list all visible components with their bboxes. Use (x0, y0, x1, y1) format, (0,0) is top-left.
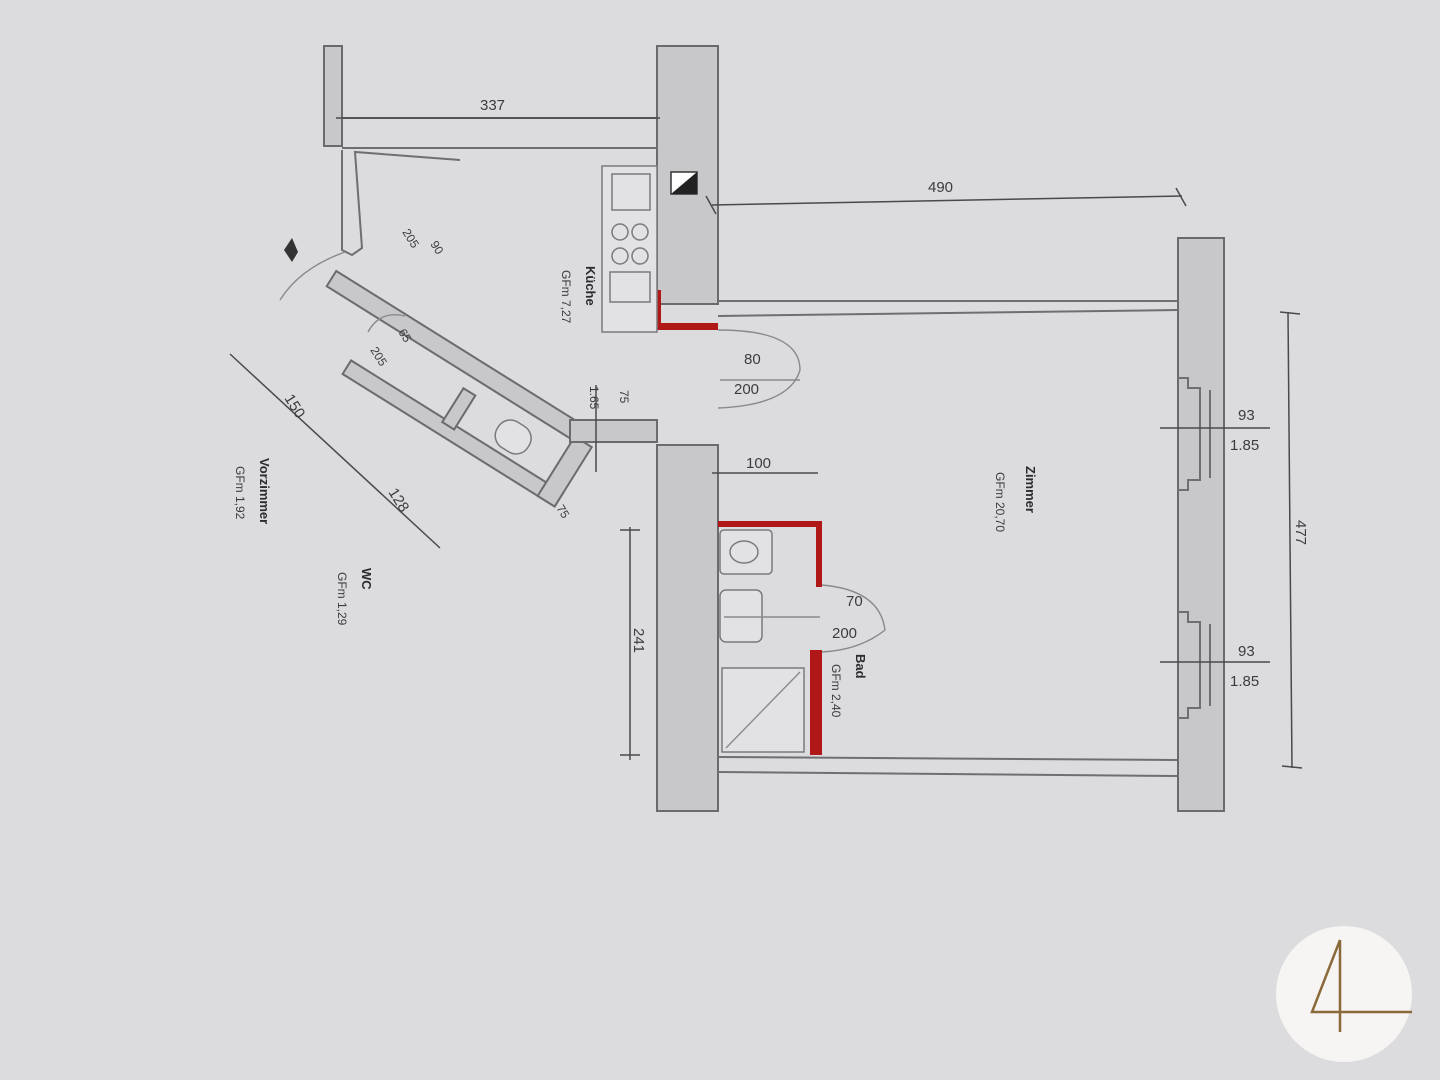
door-entry (279, 251, 346, 301)
door-wc (367, 314, 406, 333)
stove-burner (631, 223, 649, 241)
wall-segment (569, 419, 658, 443)
window1-height: 1.85 (1230, 437, 1259, 454)
walls (323, 45, 1225, 812)
door-entry-height: 205 (399, 226, 422, 251)
door-entry-width: 90 (427, 238, 446, 257)
door-bad-height: 200 (832, 625, 857, 642)
badge-circle (1276, 926, 1412, 1062)
dim-477: 477 (1292, 520, 1309, 545)
room-labels: Zimmer GFm 20,70 Küche GFm 7,27 Bad GFm … (233, 266, 1038, 718)
fixtures (284, 165, 805, 753)
room-zimmer-name: Zimmer (1023, 466, 1038, 513)
wc-toilet (494, 419, 532, 455)
wall-segment (323, 45, 343, 147)
dimension-lines (229, 117, 1303, 769)
red-wall (810, 650, 822, 755)
badge-digit-stroke (1310, 939, 1352, 1014)
door-kueche-width: 75 (617, 390, 631, 404)
bath-basin-bowl (729, 540, 759, 564)
dim-100: 100 (746, 455, 771, 472)
doors (279, 251, 886, 653)
door-bad-width: 70 (846, 593, 863, 610)
kitchen-fridge (609, 271, 651, 303)
dim-241: 241 (630, 628, 647, 653)
chimney-fill (671, 172, 697, 194)
stove-burner (631, 247, 649, 265)
dim-337: 337 (480, 97, 505, 114)
stove-burner (611, 247, 629, 265)
door-kueche-height: 1.65 (587, 386, 601, 410)
door-zimmer (717, 329, 801, 409)
number-badge: 4 (1276, 926, 1412, 1062)
window1-width: 93 (1238, 407, 1255, 424)
highlight-walls (656, 290, 822, 755)
door-zimmer-height: 200 (734, 381, 759, 398)
room-bad-area: GFm 2,40 (829, 664, 843, 718)
entrance-arrow-icon (284, 238, 298, 262)
room-kueche-name: Küche (583, 266, 598, 306)
red-wall (656, 290, 661, 330)
room-vorzimmer-name: Vorzimmer (257, 458, 272, 524)
stove-burner (611, 223, 629, 241)
room-bad-name: Bad (853, 654, 868, 679)
window2-width: 93 (1238, 643, 1255, 660)
window-recess (1178, 611, 1201, 719)
window2-height: 1.85 (1230, 673, 1259, 690)
room-zimmer-area: GFm 20,70 (993, 472, 1007, 532)
bath-toilet (719, 589, 763, 643)
door-wc-height: 205 (367, 344, 390, 369)
room-vorzimmer-area: GFm 1,92 (233, 466, 247, 520)
wall-segment (536, 435, 594, 508)
room-wc-area: GFm 1,29 (335, 572, 349, 626)
room-kueche-area: GFm 7,27 (559, 270, 573, 324)
window-recess (1178, 377, 1201, 491)
room-wc-name: WC (359, 568, 374, 590)
wall-segment (656, 444, 719, 812)
dim-490: 490 (928, 179, 953, 196)
exterior-wall (1177, 237, 1225, 812)
door-zimmer-width: 80 (744, 351, 761, 368)
dim-128: 128 (385, 485, 413, 515)
dimension-labels: 337 490 477 241 100 150 128 75 93 1.85 9… (281, 97, 1309, 690)
kitchen-sink (611, 173, 651, 211)
red-wall (816, 521, 822, 587)
dim-150: 150 (281, 391, 309, 421)
red-wall (657, 323, 718, 330)
red-wall (718, 521, 822, 527)
door-bad (821, 584, 886, 653)
wall-segment (440, 386, 477, 431)
